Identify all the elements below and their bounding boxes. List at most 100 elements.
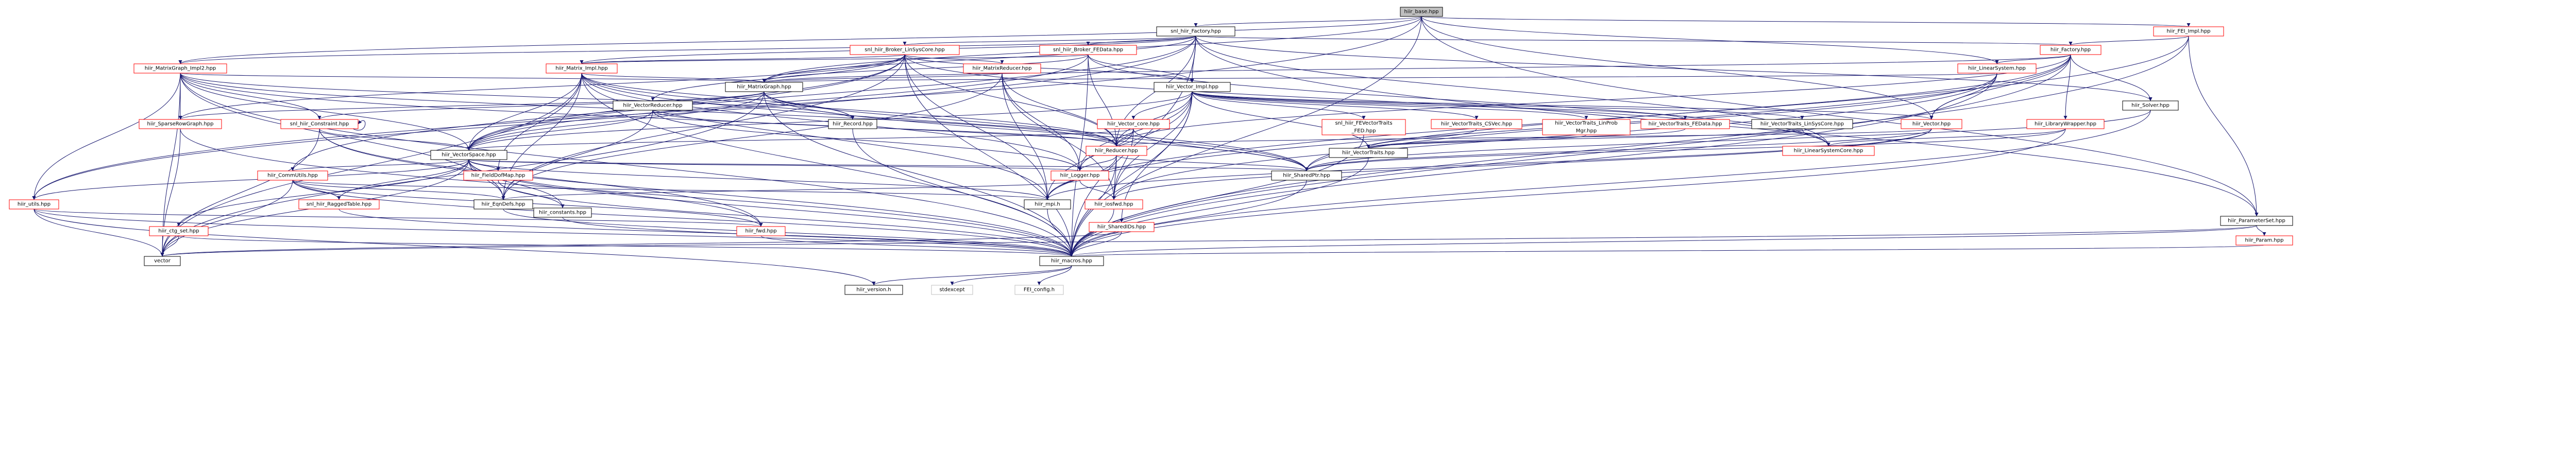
file-node-root[interactable]: hiir_base.hpp xyxy=(1400,7,1443,17)
file-node-vectorreducer[interactable]: hiir_VectorReducer.hpp xyxy=(613,100,693,111)
file-node-label: snl_hiir_Broker_LinSysCore.hpp xyxy=(865,47,944,53)
file-node-raggedtable[interactable]: snl_hiir_RaggedTable.hpp xyxy=(298,199,380,210)
file-node-label: hiir_Record.hpp xyxy=(833,122,873,127)
dependency-edge xyxy=(501,73,1003,200)
file-node-version[interactable]: hiir_version.h xyxy=(844,285,903,295)
dependency-edge xyxy=(177,159,469,227)
file-node-cfactory[interactable]: snl_hiir_Factory.hpp xyxy=(1156,26,1235,37)
dependency-edge xyxy=(501,110,653,200)
file-node-matgraphimpl[interactable]: hiir_MatrixGraph_Impl2.hpp xyxy=(133,63,227,74)
dependency-edge xyxy=(652,110,1118,147)
file-node-vtcsvec[interactable]: hiir_VectorTraits_CSVec.hpp xyxy=(1431,119,1522,129)
file-node-matrixgraph[interactable]: hiir_MatrixGraph.hpp xyxy=(725,82,803,92)
file-node-ctgset[interactable]: hiir_ctg_set.hpp xyxy=(149,226,209,236)
file-node-feiconfig: FEI_config.h xyxy=(1014,285,1064,295)
file-node-vectorimpl[interactable]: hiir_Vector_Impl.hpp xyxy=(1154,82,1231,92)
dependency-edge xyxy=(1079,180,1116,200)
dependency-edge xyxy=(180,128,1074,257)
file-node-linsyscore[interactable]: hiir_LinearSystemCore.hpp xyxy=(1782,146,1875,156)
file-node-vector[interactable]: vector xyxy=(144,256,181,266)
file-node-solver[interactable]: hiir_Solver.hpp xyxy=(2122,100,2179,111)
file-node-label: hiir_Reducer.hpp xyxy=(1095,148,1138,154)
file-node-vectorspace[interactable]: hiir_VectorSpace.hpp xyxy=(430,150,507,160)
dependency-edge xyxy=(764,91,855,120)
file-node-label: hiir_MatrixGraph.hpp xyxy=(737,84,791,90)
dependency-edge xyxy=(1366,128,1803,149)
dependency-edge xyxy=(1071,245,2265,257)
file-node-brokerlin[interactable]: snl_hiir_Broker_LinSysCore.hpp xyxy=(850,45,960,55)
dependency-edge xyxy=(1088,54,1194,83)
file-node-constraint[interactable]: snl_hiir_Constraint.hpp xyxy=(280,119,359,129)
file-node-label: hiir_macros.hpp xyxy=(1051,258,1092,264)
file-node-vtfedata[interactable]: hiir_VectorTraits_FEData.hpp xyxy=(1640,119,1730,129)
file-node-reducer[interactable]: hiir_Reducer.hpp xyxy=(1086,146,1147,156)
dependency-edge xyxy=(160,128,181,257)
dependency-edge xyxy=(180,73,321,120)
file-node-label: hiir_EqnDefs.hpp xyxy=(482,202,526,207)
dependency-edge xyxy=(1112,128,1134,200)
file-node-iosfwd[interactable]: hiir_iosfwd.hpp xyxy=(1084,199,1143,210)
file-node-feiimpl[interactable]: hiir_FEI_Impl.hpp xyxy=(2153,26,2224,37)
file-node-commutils[interactable]: hiir_CommUtils.hpp xyxy=(257,170,328,181)
file-node-parameterset[interactable]: hiir_ParameterSet.hpp xyxy=(2220,216,2293,226)
file-node-sharedids[interactable]: hiir_SharedIDs.hpp xyxy=(1089,222,1155,232)
dependency-edge xyxy=(581,73,1049,200)
dependency-edge xyxy=(1070,16,1422,257)
file-node-label: snl_hiir_Constraint.hpp xyxy=(290,122,349,127)
file-node-matriximpl[interactable]: hiir_Matrix_Impl.hpp xyxy=(546,63,618,74)
dependency-edge xyxy=(319,128,763,227)
dependency-edges xyxy=(32,16,2266,286)
dependency-edge xyxy=(161,231,1122,257)
dependency-edge xyxy=(1421,16,2190,27)
file-node-record[interactable]: hiir_Record.hpp xyxy=(828,119,877,129)
file-node-factory[interactable]: hiir_Factory.hpp xyxy=(2040,45,2102,55)
file-node-eqndefs[interactable]: hiir_EqnDefs.hpp xyxy=(473,199,533,210)
dependency-edge xyxy=(2063,54,2071,120)
file-node-macros[interactable]: hiir_macros.hpp xyxy=(1039,256,1104,266)
file-node-logger[interactable]: hiir_Logger.hpp xyxy=(1050,170,1109,181)
file-node-mpi[interactable]: hiir_mpi.h xyxy=(1024,199,1071,210)
file-node-vectortraits[interactable]: hiir_VectorTraits.hpp xyxy=(1329,148,1408,158)
file-nodes: hiir_base.hpp snl_hiir_Factory.hpp hiir_FE… xyxy=(9,7,2293,295)
dependency-edge xyxy=(562,217,1074,257)
file-node-param[interactable]: hiir_Param.hpp xyxy=(2235,235,2293,246)
dependency-edge xyxy=(1002,73,1049,200)
dependency-edge xyxy=(1421,16,2259,217)
file-node-label: hiir_Vector.hpp xyxy=(1912,122,1951,127)
dependency-edge xyxy=(352,120,366,131)
file-node-librarywrapper[interactable]: hiir_LibraryWrapper.hpp xyxy=(2026,119,2105,129)
file-node-sharedptr[interactable]: hiir_SharedPtr.hpp xyxy=(1271,170,1342,181)
file-node-brokerfe[interactable]: snl_hiir_Broker_FEData.hpp xyxy=(1039,45,1137,55)
file-node-label: hiir_VectorTraits_LinProb xyxy=(1555,120,1618,126)
file-node-label: hiir_version.h xyxy=(856,287,891,293)
dependency-edge xyxy=(1195,36,1831,147)
file-node-vectorcore[interactable]: hiir_Vector_core.hpp xyxy=(1097,119,1170,129)
dependency-edge xyxy=(1045,91,1193,200)
file-node-label: hiir_FieldDofMap.hpp xyxy=(471,173,526,179)
dependency-edge xyxy=(1192,91,1370,149)
file-node-fevectraitsfed[interactable]: snl_hiir_FEVectorTraits_FED.hpp xyxy=(1321,119,1406,135)
file-node-linearsystem[interactable]: hiir_LinearSystem.hpp xyxy=(1957,63,2037,74)
file-node-utils[interactable]: hiir_utils.hpp xyxy=(9,199,59,210)
dependency-edge xyxy=(178,16,1422,64)
dependency-edge xyxy=(2188,36,2259,217)
dependency-edge xyxy=(179,36,1196,64)
file-node-fwd[interactable]: hiir_fwd.hpp xyxy=(736,226,786,236)
file-node-label: hiir_MatrixReducer.hpp xyxy=(973,66,1032,72)
dependency-edge xyxy=(1112,91,1193,200)
dependency-edge xyxy=(291,54,905,171)
file-node-sparserowgraph[interactable]: hiir_SparseRowGraph.hpp xyxy=(139,119,222,129)
file-node-constants[interactable]: hiir_constants.hpp xyxy=(533,207,592,218)
file-node-fielddofmap[interactable]: hiir_FieldDofMap.hpp xyxy=(463,170,533,181)
dependency-edge xyxy=(1195,36,2072,46)
dependency-edge xyxy=(1112,73,1997,200)
dependency-edge xyxy=(160,180,293,257)
file-node-label: hiir_fwd.hpp xyxy=(745,229,776,234)
dependency-edge xyxy=(1133,128,1309,171)
file-node-vtlinsyscore[interactable]: hiir_VectorTraits_LinSysCore.hpp xyxy=(1751,119,1853,129)
file-node-vector[interactable]: hiir_Vector.hpp xyxy=(1901,119,1962,129)
file-node-matrixreducer[interactable]: hiir_MatrixReducer.hpp xyxy=(963,63,1041,74)
dependency-edge xyxy=(1002,73,1082,171)
